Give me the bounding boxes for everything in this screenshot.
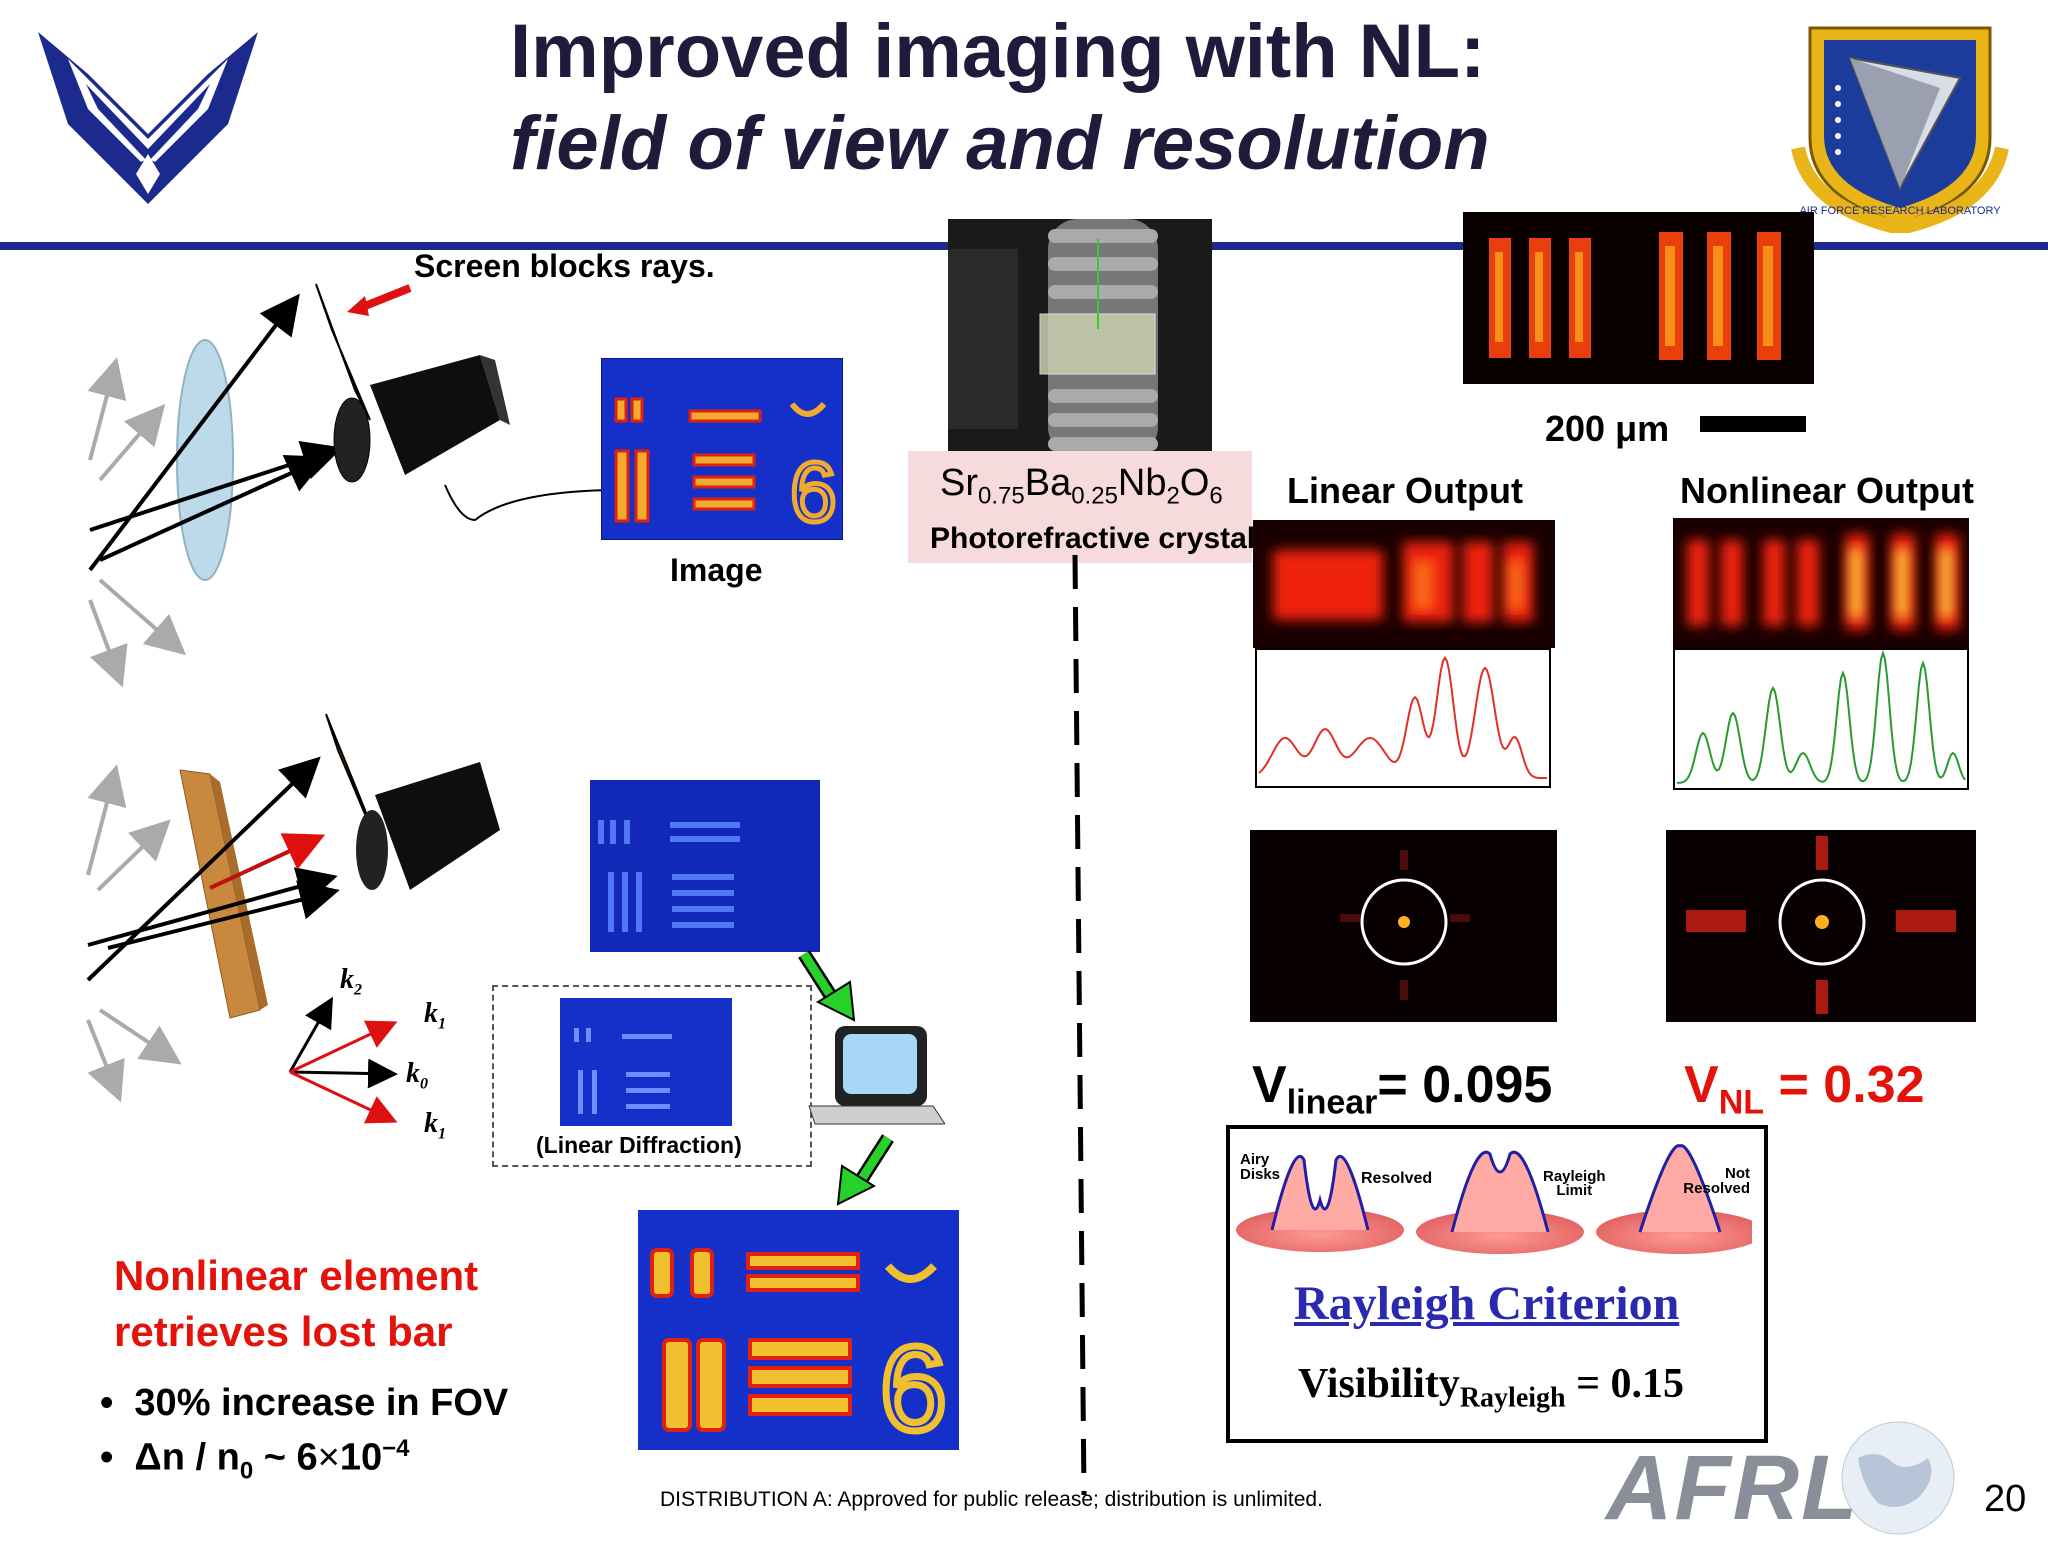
afrl-shield-text: AIR FORCE RESEARCH LABORATORY xyxy=(1799,205,2001,217)
rayleigh-peaks-diagram xyxy=(1236,1144,1752,1254)
green-arrow-2-icon xyxy=(836,1134,894,1206)
linear-airy-spot xyxy=(1250,830,1557,1022)
linear-output-image xyxy=(1253,520,1555,648)
crystal-formula: Sr0.75Ba0.25Nb2O6 xyxy=(940,462,1223,510)
k1-bottom-label: k1 xyxy=(424,1108,446,1143)
linear-output-heading: Linear Output xyxy=(1287,470,1523,511)
air-force-wings-logo-icon xyxy=(38,32,258,204)
red-pointer-arrow-icon xyxy=(347,284,412,316)
diffracted-image-panel xyxy=(590,780,820,952)
not-resolved-label: Not Resolved xyxy=(1683,1165,1750,1197)
bullet-list: • 30% increase in FOV • Δn / n0 ~ 6×10−4 xyxy=(100,1382,508,1495)
bullet-item-fov: • 30% increase in FOV xyxy=(100,1382,509,1424)
bullet-item-index: • Δn / n0 ~ 6×10−4 xyxy=(100,1435,410,1485)
v-linear-value: Vlinear= 0.095 xyxy=(1252,1056,1553,1122)
connector-curve xyxy=(444,484,611,522)
afrl-globe-icon xyxy=(1841,1421,1955,1535)
nl-headline-line2: retrieves lost bar xyxy=(114,1308,453,1355)
rayleigh-criterion-link[interactable]: Rayleigh Criterion xyxy=(1294,1277,1680,1330)
page-number: 20 xyxy=(1984,1478,2027,1520)
k-vector-diagram xyxy=(288,996,398,1124)
screen-blocks-rays-label: Screen blocks rays. xyxy=(414,248,715,284)
distribution-statement: DISTRIBUTION A: Approved for public rele… xyxy=(660,1488,1323,1511)
nonlinear-profile-plot xyxy=(1673,648,1969,790)
k0-label: k0 xyxy=(406,1058,428,1093)
linear-diffraction-label: (Linear Diffraction) xyxy=(536,1132,742,1158)
linear-diffraction-image xyxy=(560,998,732,1126)
scale-bar xyxy=(1700,416,1806,432)
afrl-shield-logo-icon: AIR FORCE RESEARCH LABORATORY xyxy=(1791,26,2009,233)
linear-diffraction-box xyxy=(492,985,812,1167)
image-label: Image xyxy=(670,552,763,588)
svg-text:6: 6 xyxy=(790,445,837,539)
slide-title-line2: field of view and resolution xyxy=(510,101,1490,186)
crystal-caption: Photorefractive crystal xyxy=(930,522,1256,555)
nonlinear-output-heading: Nonlinear Output xyxy=(1680,470,1974,511)
linear-image-panel: 6 xyxy=(601,358,843,540)
nonlinear-output-image xyxy=(1673,518,1969,648)
linear-optics-diagram xyxy=(87,283,510,688)
airy-disks-label: Airy Disks xyxy=(1240,1151,1281,1183)
afrl-wordmark: AFRL xyxy=(1606,1437,1860,1539)
visibility-rayleigh-value: VisibilityRayleigh = 0.15 xyxy=(1298,1361,1685,1414)
k2-label: k2 xyxy=(340,964,362,999)
target-bars-image xyxy=(1463,212,1814,384)
svg-text:6: 6 xyxy=(880,1322,947,1450)
rayleigh-limit-label: Rayleigh Limit xyxy=(1543,1168,1606,1199)
crystal-label-box xyxy=(908,451,1252,563)
computer-icon xyxy=(808,1026,945,1125)
scale-bar-label: 200 μm xyxy=(1545,408,1670,449)
nonlinear-optics-diagram xyxy=(86,713,500,1103)
nonlinear-retrieved-image: 6 xyxy=(638,1210,959,1450)
crystal-photo xyxy=(948,219,1212,457)
nl-headline: Nonlinear element retrieves lost bar xyxy=(114,1248,478,1360)
nonlinear-airy-spot xyxy=(1666,830,1976,1022)
nl-headline-line1: Nonlinear element xyxy=(114,1252,479,1299)
k1-top-label: k1 xyxy=(424,998,446,1033)
green-arrow-1-icon xyxy=(798,950,856,1022)
resolved-label: Resolved xyxy=(1361,1170,1433,1187)
dashed-divider xyxy=(1072,555,1087,1495)
linear-profile-plot xyxy=(1255,648,1551,788)
slide-title-line1: Improved imaging with NL: xyxy=(510,9,1486,94)
v-nl-value: VNL = 0.32 xyxy=(1684,1056,1925,1122)
